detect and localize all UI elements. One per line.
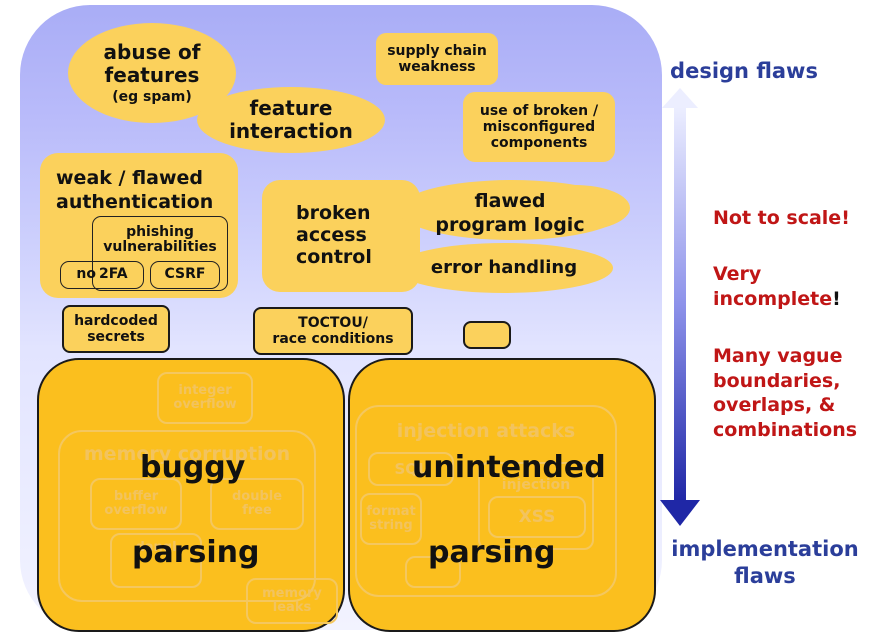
flawed-logic-text: flawed program logic bbox=[405, 190, 615, 238]
impl-line2: flaws bbox=[734, 564, 796, 589]
weak-authentication-region: weak / flawed authentication bbox=[40, 153, 238, 298]
parsing-left-label: parsing bbox=[132, 535, 260, 570]
xss-box: XSS bbox=[488, 496, 586, 538]
memory-leaks-box: memory leaks bbox=[246, 578, 338, 624]
flawed-line2: program logic bbox=[435, 213, 585, 236]
format-line2: string bbox=[369, 518, 413, 533]
supply-chain-line1: supply chain bbox=[387, 42, 487, 59]
broken-components-bubble: use of broken / misconfigured components bbox=[463, 92, 615, 162]
toctou-line1: TOCTOU/ bbox=[298, 314, 368, 331]
supply-chain-bubble: supply chain weakness bbox=[376, 33, 498, 85]
note3-line4: combinations bbox=[713, 419, 858, 442]
flawed-logic-cloud-b bbox=[520, 185, 630, 231]
double-line2: free bbox=[242, 503, 272, 518]
note3-line3: overlaps, & bbox=[713, 394, 836, 417]
arrow-head-top bbox=[662, 88, 698, 108]
broken-components-line3: components bbox=[490, 135, 588, 152]
integer-line2: overflow bbox=[173, 397, 237, 412]
hardcoded-secrets-box: hardcoded secrets bbox=[62, 305, 170, 353]
phishing-line2: vulnerabilities bbox=[103, 239, 217, 256]
note3-line2: boundaries, bbox=[713, 369, 841, 392]
injection-box: injection bbox=[478, 462, 594, 550]
broken-components-line1: use of broken / bbox=[479, 102, 599, 119]
broken-components-line2: misconfigured bbox=[482, 118, 596, 135]
no-2fa-part1: no bbox=[76, 266, 97, 283]
feature-interaction-bubble: feature interaction bbox=[197, 87, 385, 153]
memory-leaks-line2: leaks bbox=[272, 600, 312, 615]
xss-label: XSS bbox=[518, 506, 556, 527]
supply-chain-line2: weakness bbox=[398, 59, 476, 75]
note2-exclamation: ! bbox=[832, 287, 841, 310]
memory-corruption-region: memory corruption bbox=[58, 430, 316, 602]
dangling-pointer-box: dangl bbox=[110, 533, 202, 588]
arrow-head-bottom bbox=[660, 500, 700, 526]
auth-line1: weak / flawed bbox=[56, 167, 204, 189]
double-line1: double bbox=[231, 488, 283, 504]
abuse-line3: (eg spam) bbox=[112, 88, 192, 105]
toctou-line2: race conditions bbox=[272, 331, 394, 347]
arrow-shaft bbox=[674, 107, 686, 502]
abuse-line2: features bbox=[104, 62, 200, 87]
memory-leaks-line1: memory bbox=[262, 585, 322, 601]
implementation-flaws-label: implementation flaws bbox=[658, 536, 872, 591]
access-line2: access bbox=[296, 224, 367, 247]
parsing-right-label: parsing bbox=[428, 535, 556, 570]
vague-boundaries-note: Many vague boundaries, overlaps, & combi… bbox=[713, 344, 857, 443]
toctou-box: TOCTOU/ race conditions bbox=[253, 307, 413, 355]
abuse-line1: abuse of bbox=[103, 39, 201, 64]
memory-corruption-label: memory corruption bbox=[83, 443, 291, 465]
phishing-line1: phishing bbox=[126, 224, 194, 240]
sql-injection-box: SQL bbox=[368, 452, 454, 486]
format-string-box: format string bbox=[360, 493, 422, 545]
csrf-box: CSRF bbox=[150, 261, 220, 289]
note2-line2: incomplete bbox=[713, 287, 833, 310]
design-flaws-label: design flaws bbox=[670, 59, 818, 83]
flawed-line1: flawed bbox=[474, 190, 546, 212]
small-faint-box bbox=[405, 556, 461, 588]
injection-attacks-region: injection attacks bbox=[355, 405, 617, 597]
hardcoded-line1: hardcoded bbox=[74, 312, 158, 329]
phishing-vulnerabilities-box: phishing vulnerabilities bbox=[92, 216, 228, 291]
error-handling-bubble: error handling bbox=[395, 243, 613, 293]
error-handling-label: error handling bbox=[430, 256, 578, 278]
dangling-line1: dangl bbox=[135, 540, 177, 555]
very-incomplete-note: Very incomplete! bbox=[713, 262, 841, 311]
broken-access-control-region: broken access control bbox=[262, 180, 420, 292]
auth-line2: authentication bbox=[56, 190, 214, 213]
small-empty-box bbox=[463, 321, 511, 349]
access-line3: control bbox=[296, 245, 372, 268]
note3-line1: Many vague bbox=[713, 345, 843, 367]
buffer-line1: buffer bbox=[113, 488, 159, 504]
note1-text: Not to scale! bbox=[713, 207, 850, 229]
integer-line1: integer bbox=[178, 382, 232, 398]
feature-interaction-line2: interaction bbox=[229, 119, 353, 143]
no-2fa-part2: 2FA bbox=[99, 266, 128, 283]
sql-label: SQL bbox=[394, 459, 428, 478]
hardcoded-line2: secrets bbox=[87, 329, 145, 345]
buffer-overflow-box: buffer overflow bbox=[90, 478, 182, 530]
access-line1: broken bbox=[296, 202, 371, 225]
integer-overflow-box: integer overflow bbox=[157, 372, 253, 424]
csrf-label: CSRF bbox=[164, 266, 206, 283]
design-implementation-arrow bbox=[660, 88, 700, 526]
injection-attacks-label: injection attacks bbox=[396, 420, 576, 442]
injection-label: injection bbox=[501, 477, 571, 493]
note2-line1: Very bbox=[713, 263, 762, 285]
unintended-label: unintended bbox=[412, 450, 606, 485]
buggy-label: buggy bbox=[140, 450, 246, 485]
impl-line1: implementation bbox=[671, 537, 859, 561]
buffer-line2: overflow bbox=[104, 503, 168, 518]
format-line1: format bbox=[366, 503, 416, 519]
double-free-box: double free bbox=[210, 478, 304, 530]
not-to-scale-note: Not to scale! bbox=[713, 206, 850, 231]
feature-interaction-line1: feature bbox=[249, 96, 333, 120]
